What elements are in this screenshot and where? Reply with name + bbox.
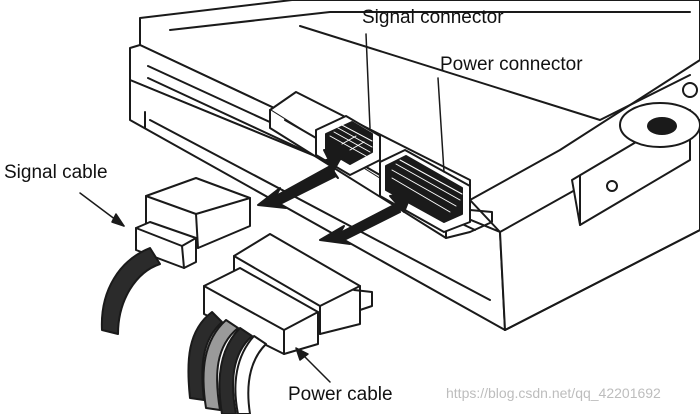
power-cable-wires (187, 311, 267, 414)
signal-cable-label: Signal cable (4, 162, 108, 183)
insertion-arrows (257, 149, 413, 245)
power-connector-label: Power connector (440, 54, 583, 75)
power-connector (379, 149, 471, 233)
signal-connector-label: Signal connector (362, 7, 504, 28)
signal-cable-connector (135, 177, 251, 269)
signal-cable (100, 247, 161, 335)
power-cable-connector (203, 233, 373, 355)
label-leaders (79, 33, 445, 383)
watermark-text: https://blog.csdn.net/qq_42201692 (446, 385, 661, 401)
power-cable-label: Power cable (288, 384, 393, 405)
